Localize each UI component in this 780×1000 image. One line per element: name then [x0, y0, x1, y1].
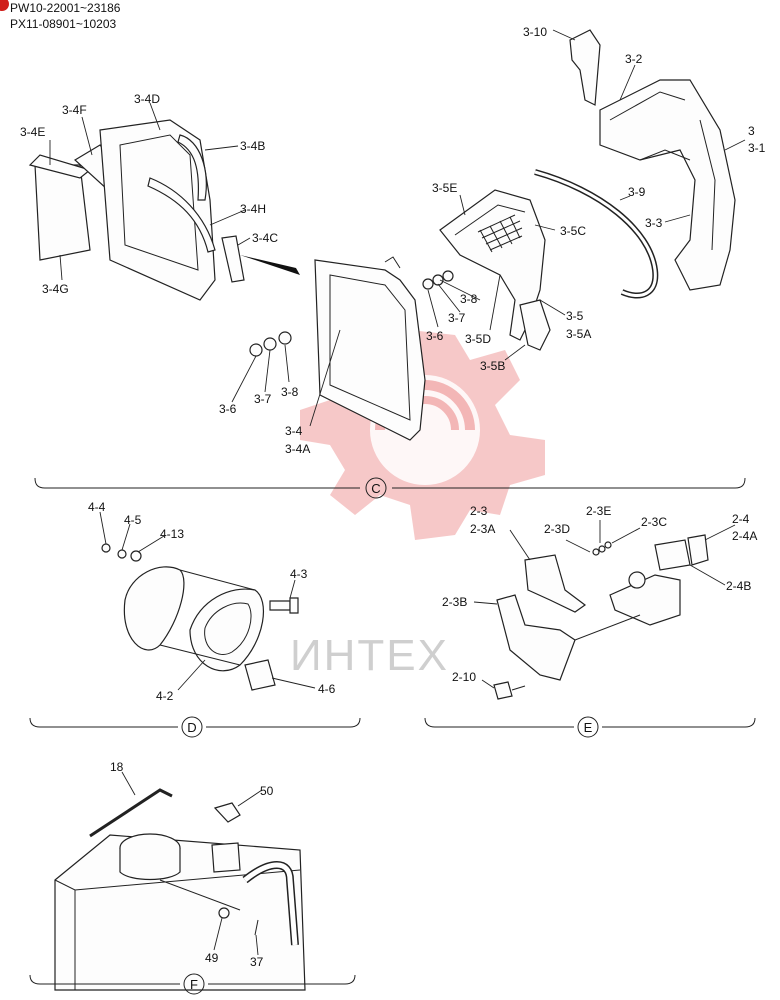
label-3-10: 3-10: [523, 25, 547, 39]
part-2-4-bracket-shape: [609, 574, 681, 626]
label-3-4F: 3-4F: [62, 103, 87, 117]
part-labels: 3-10 3-2 3 3-1 3-9 3-3 3-4D 3-4F 3-4E 3-…: [20, 25, 766, 969]
part-3-4-housing: [99, 119, 216, 301]
part-18-rod: [89, 788, 173, 838]
section-d-marker: [181, 716, 203, 738]
label-2-3C: 2-3C: [641, 515, 667, 529]
leader-lines-c: [49, 29, 746, 427]
label-2-3A: 2-3A: [470, 522, 495, 536]
label-3-7-lower: 3-7: [254, 392, 272, 406]
serial-line-2: PX11-08901~10203: [10, 17, 117, 31]
label-4-6: 4-6: [318, 682, 336, 696]
corner-marker-icon: [0, 0, 9, 11]
label-2-4B: 2-4B: [726, 579, 751, 593]
part-3-4B-shape: [177, 134, 207, 201]
label-18: 18: [110, 760, 124, 774]
label-3-8-upper: 3-8: [460, 292, 478, 306]
section-e-marker: [577, 716, 599, 738]
part-49-washer: [218, 907, 230, 919]
group-e-parts: [493, 534, 709, 700]
section-c-bracket: [34, 477, 746, 489]
part-3-4-shape: [314, 259, 426, 441]
group-f-parts: [54, 788, 306, 991]
label-3-4D: 3-4D: [134, 92, 160, 106]
label-3-9: 3-9: [628, 185, 646, 199]
label-3-4E: 3-4E: [20, 125, 45, 139]
section-c-label: C: [371, 481, 380, 496]
washer-set-upper: [422, 270, 454, 290]
label-2-3B: 2-3B: [442, 595, 467, 609]
part-gasket-shape: [123, 566, 185, 651]
label-2-10: 2-10: [452, 670, 476, 684]
section-f-label: F: [190, 977, 198, 992]
section-d-label: D: [187, 720, 196, 735]
label-4-13: 4-13: [160, 527, 184, 541]
mesh-grille: [477, 214, 523, 253]
label-3-4B: 3-4B: [240, 139, 265, 153]
label-3-5E: 3-5E: [432, 181, 457, 195]
assembly-arrow-icon: [240, 255, 300, 275]
group-d-parts: [101, 543, 299, 691]
label-3-2: 3-2: [625, 52, 643, 66]
label-3-3: 3-3: [645, 216, 663, 230]
washer-set-lower: [249, 331, 292, 357]
label-37: 37: [250, 955, 264, 969]
section-f-bracket: [29, 974, 356, 985]
part-3-4C-shape: [221, 235, 245, 283]
label-2-3E: 2-3E: [586, 504, 611, 518]
label-3-5A: 3-5A: [566, 327, 591, 341]
section-e-bracket: [424, 717, 756, 728]
label-3-5: 3-5: [566, 309, 584, 323]
label-3-4H: 3-4H: [240, 202, 266, 216]
part-2-10-bolt-shape: [493, 681, 513, 700]
section-e-label: E: [584, 720, 593, 735]
label-2-3D: 2-3D: [544, 522, 570, 536]
label-2-4A: 2-4A: [732, 529, 757, 543]
part-3-10-shape: [569, 29, 601, 106]
label-3-7-upper: 3-7: [448, 311, 466, 325]
part-tank-shape: [54, 834, 306, 991]
label-3-4G: 3-4G: [42, 282, 69, 296]
leader-lines-d: [99, 511, 316, 691]
label-3-4A: 3-4A: [285, 442, 310, 456]
label-3-5C: 3-5C: [560, 224, 586, 238]
label-4-3: 4-3: [290, 567, 308, 581]
leader-lines-e: [473, 520, 736, 689]
part-2-3B-shape: [496, 594, 576, 681]
part-4-6-shape: [244, 659, 276, 691]
label-49: 49: [205, 951, 219, 965]
label-3-6-lower: 3-6: [219, 402, 237, 416]
label-3-5D: 3-5D: [465, 332, 491, 346]
section-d-bracket: [29, 717, 361, 728]
part-3-4G-shape: [34, 164, 91, 261]
label-4-5: 4-5: [124, 513, 142, 527]
leader-lines-f: [121, 771, 263, 956]
label-2-4: 2-4: [732, 512, 750, 526]
section-f-marker: [183, 973, 205, 995]
label-4-2: 4-2: [156, 689, 174, 703]
section-c-marker: [365, 477, 387, 499]
serial-line-1: PW10-22001~23186: [10, 1, 121, 15]
watermark-text: ИНТЕХ: [290, 631, 449, 680]
label-3-4C: 3-4C: [252, 231, 278, 245]
label-3-8-lower: 3-8: [281, 385, 299, 399]
part-4-2-shape: [189, 588, 264, 672]
label-3-6-upper: 3-6: [426, 329, 444, 343]
part-2-4-bulb-shape: [654, 539, 691, 571]
part-3-4H-shape: [147, 177, 216, 253]
label-3-5B: 3-5B: [480, 359, 505, 373]
label-3: 3: [748, 124, 755, 138]
part-50-clip: [213, 802, 241, 823]
part-3-1-shape: [599, 79, 736, 291]
label-2-3: 2-3: [470, 504, 488, 518]
label-50: 50: [260, 784, 274, 798]
label-3-1: 3-1: [748, 141, 766, 155]
label-3-4: 3-4: [285, 424, 303, 438]
part-2-3-bracket-shape: [524, 554, 587, 613]
part-4-3-shape: [269, 600, 291, 611]
group-c-parts: [28, 29, 736, 441]
label-4-4: 4-4: [88, 500, 106, 514]
